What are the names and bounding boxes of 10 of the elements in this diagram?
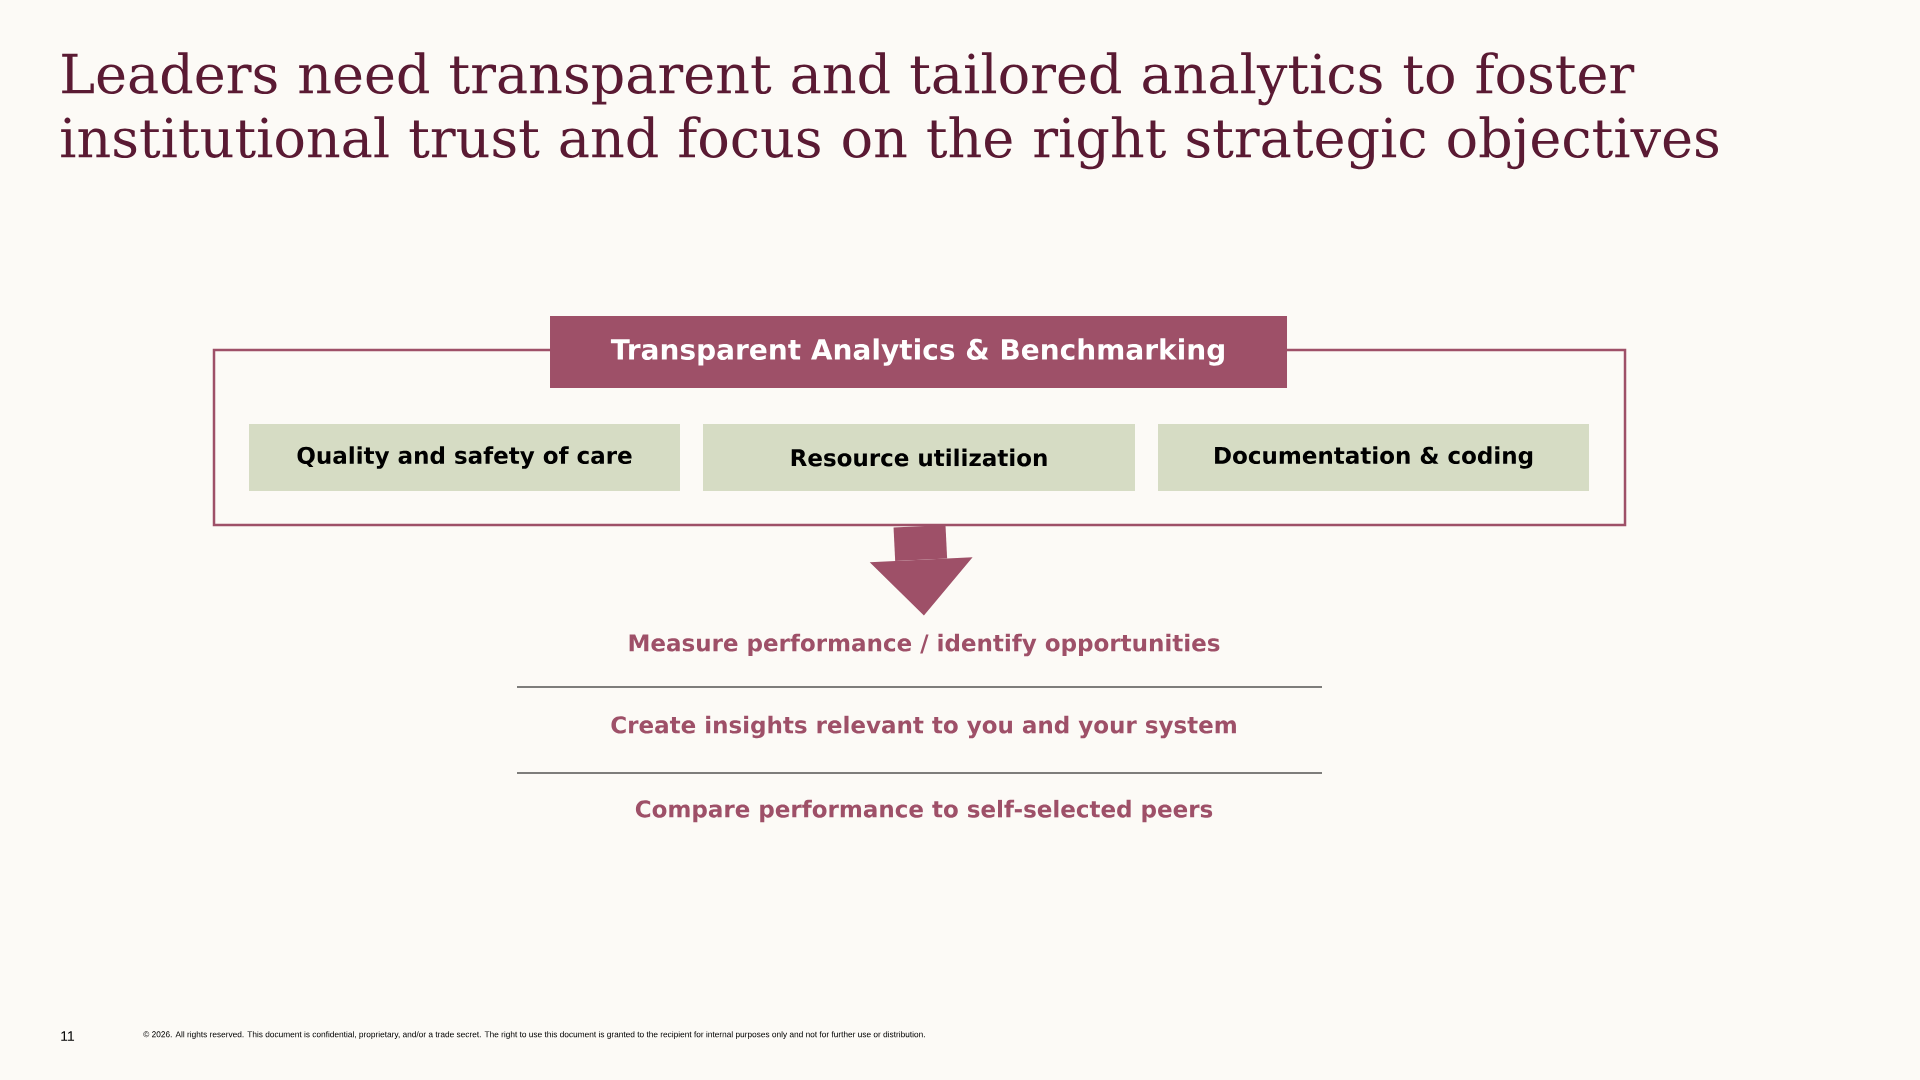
category-box: Documentation & coding [1158, 424, 1589, 491]
category-box: Resource utilization [703, 424, 1135, 491]
outcome-text: Create insights relevant to you and your system [611, 715, 1236, 739]
block-arrow [869, 524, 973, 616]
slide-title: Leaders need transparent and tailored analytics to foster institutional trust and focus on the right strategic objectives [61, 52, 1718, 170]
page-number: 11 [61, 1031, 75, 1041]
outcome-text: Compare performance to self-selected peers [635, 799, 1213, 823]
category-box: Quality and safety of care [249, 424, 680, 491]
footer-note: © 2026. All rights reserved. This document is confidential, proprietary, and/or a trade secret. The right to use this document is granted to the recipient for internal purposes only and not for further use or distribution. [143, 1031, 925, 1039]
outcome-text: Measure performance / identify opportunities [629, 633, 1220, 657]
